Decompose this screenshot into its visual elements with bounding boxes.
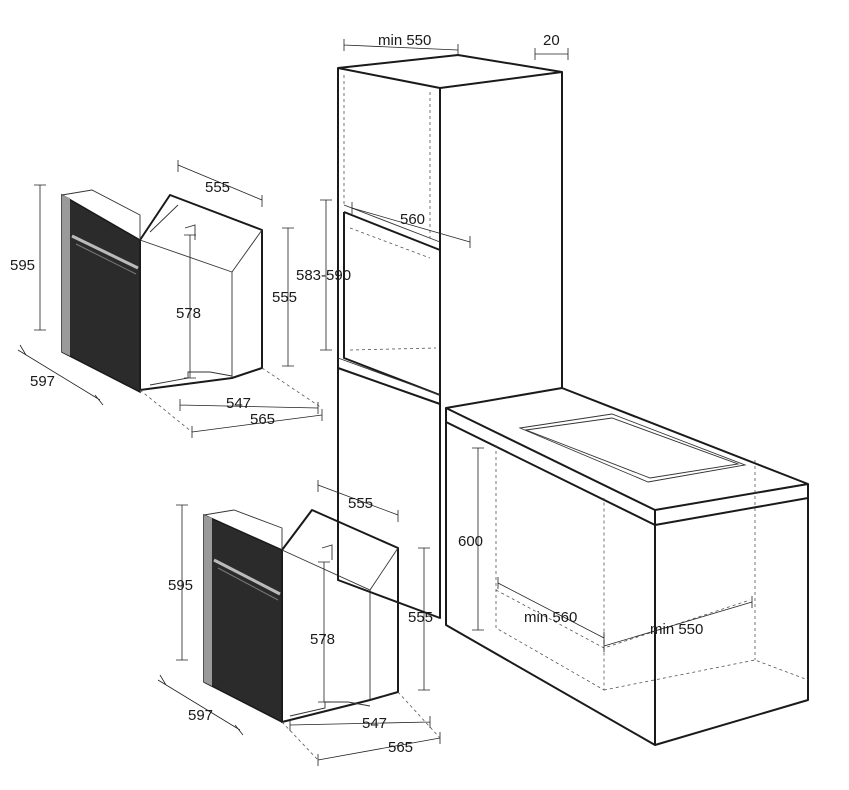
hob-cutout	[518, 413, 747, 483]
label-niche-width: 560	[400, 211, 425, 228]
label-oven-bottom-overall-width: 565	[388, 739, 413, 756]
label-oven-top-front-height: 595	[10, 257, 35, 274]
label-cabinet-min-depth: min 550	[378, 32, 431, 49]
oven-door	[203, 513, 283, 724]
label-base-height: 600	[458, 533, 483, 550]
oven-top	[17, 160, 323, 438]
label-oven-bottom-side-height: 555	[408, 609, 433, 626]
oven-door	[61, 193, 141, 394]
label-niche-height: 583-590	[296, 267, 351, 284]
label-oven-top-side-height: 555	[272, 289, 297, 306]
label-oven-top-front-width: 597	[30, 373, 55, 390]
door-trim	[204, 515, 212, 686]
tall-cabinet	[320, 39, 569, 619]
label-oven-bottom-depth: 555	[348, 495, 373, 512]
label-oven-top-inner-height: 578	[176, 305, 201, 322]
door-trim	[62, 195, 70, 356]
dimension-labels: 555 595 578 555 597 547 565 555 595 578 …	[10, 32, 703, 756]
label-oven-top-overall-width: 565	[250, 411, 275, 428]
label-base-min-depth: min 550	[650, 621, 703, 638]
oven-bottom	[157, 480, 441, 766]
base-cabinet	[445, 387, 809, 746]
label-oven-bottom-front-height: 595	[168, 577, 193, 594]
label-base-min-width: min 560	[524, 609, 577, 626]
label-oven-top-depth: 555	[205, 179, 230, 196]
label-oven-bottom-front-width: 597	[188, 707, 213, 724]
label-oven-top-body-width: 547	[226, 395, 251, 412]
label-oven-bottom-body-width: 547	[362, 715, 387, 732]
label-oven-bottom-inner-height: 578	[310, 631, 335, 648]
label-cabinet-gap: 20	[543, 32, 560, 49]
